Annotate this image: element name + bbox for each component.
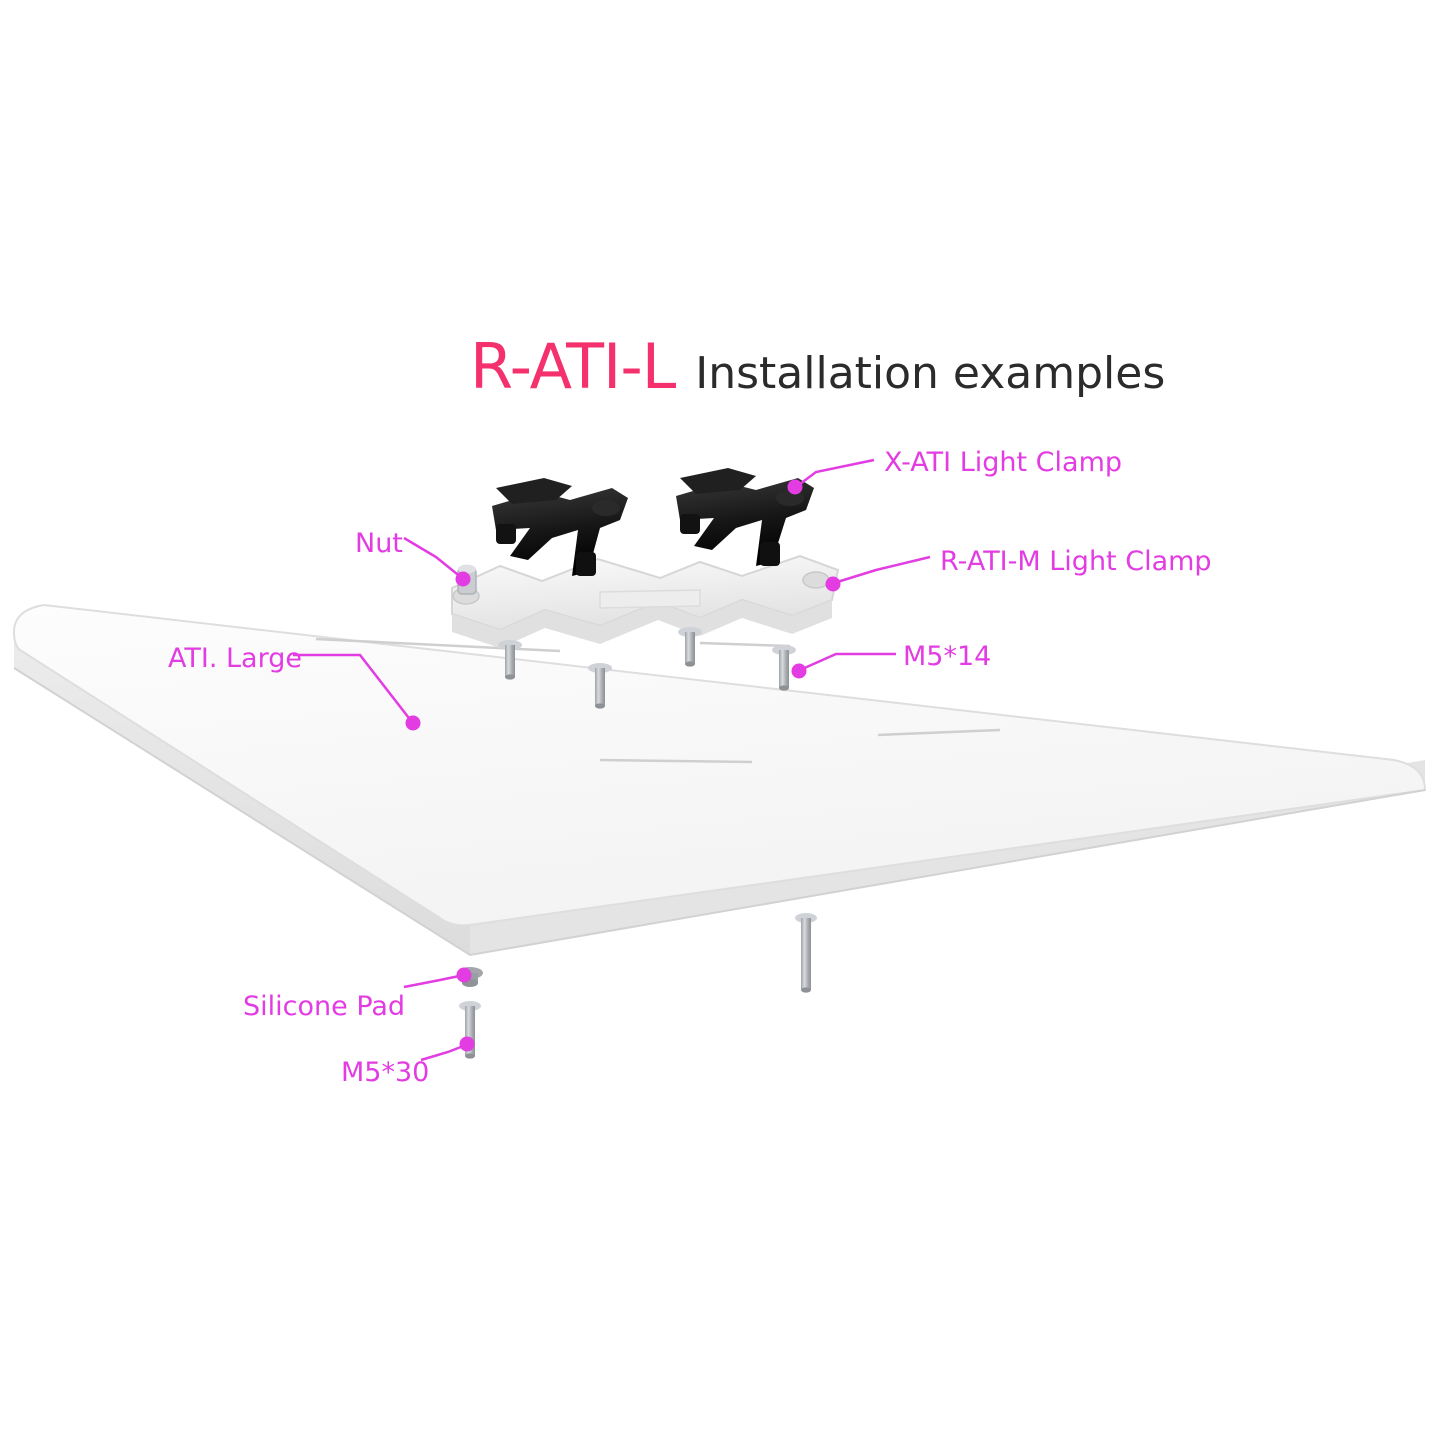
page-title-sub: Installation examples — [695, 348, 1166, 399]
callout-endpoint-dots — [405, 479, 841, 1052]
callout-label-silicone-pad: Silicone Pad — [243, 991, 406, 1022]
callout-label-r-ati-m-light-clamp: R-ATI-M Light Clamp — [940, 546, 1212, 577]
part-r-ati-m-clamp — [451, 554, 840, 648]
part-x-ati-clamp-right — [676, 468, 814, 566]
callout-label-nut: Nut — [355, 528, 403, 559]
callout-label-ati-large: ATI. Large — [168, 643, 302, 674]
callout-label-x-ati-light-clamp: X-ATI Light Clamp — [884, 447, 1123, 478]
part-screw-m5-30-right — [795, 913, 817, 993]
part-x-ati-clamp-left — [492, 478, 628, 576]
callout-label-m5-30: M5*30 — [341, 1057, 430, 1088]
page-title-main: R-ATI-L — [470, 330, 676, 403]
part-nut — [457, 564, 477, 595]
callout-label-m5-14: M5*14 — [903, 641, 992, 672]
title-block: R-ATI-L Installation examples — [470, 330, 1165, 403]
part-screw-m5-30-left — [459, 1001, 481, 1059]
part-screws-m5-14 — [498, 627, 796, 709]
part-silicone-pad — [457, 967, 483, 987]
